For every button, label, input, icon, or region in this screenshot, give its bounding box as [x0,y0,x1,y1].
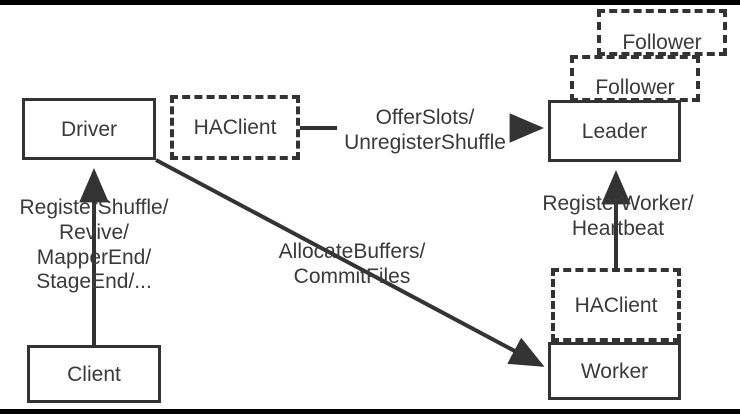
edge-label-worker-to-leader: RegisterWorker/ Heartbeat [542,192,694,240]
node-haclient-driver[interactable]: HAClient [170,95,300,160]
node-follower-front-label: Follower [595,76,675,99]
node-driver[interactable]: Driver [22,98,156,160]
edge-driver-to-worker [155,158,545,367]
frame-bottom-border [0,409,740,414]
node-haclient-driver-label: HAClient [193,116,277,139]
frame-top-border [0,0,740,5]
node-worker-label: Worker [580,359,649,383]
node-haclient-worker-label: HAClient [574,293,658,317]
node-driver-label: Driver [61,117,117,141]
edge-label-driver-to-worker: AllocateBuffers/ CommitFiles [278,240,426,288]
edge-label-client-to-driver: RegisterShuffle/ Revive/ MapperEnd/ Stag… [19,196,169,294]
node-client[interactable]: Client [27,345,161,403]
node-follower-front[interactable]: Follower [570,55,700,102]
node-leader[interactable]: Leader [548,100,681,162]
node-follower-back[interactable]: Follower [597,9,727,56]
node-client-label: Client [67,362,121,386]
node-haclient-worker[interactable]: HAClient [551,268,681,342]
node-follower-back-label: Follower [622,31,702,54]
node-leader-label: Leader [581,119,648,143]
node-worker[interactable]: Worker [548,342,681,400]
edge-label-haclient-to-leader: OfferSlots/ UnregisterShuffle [344,106,506,154]
